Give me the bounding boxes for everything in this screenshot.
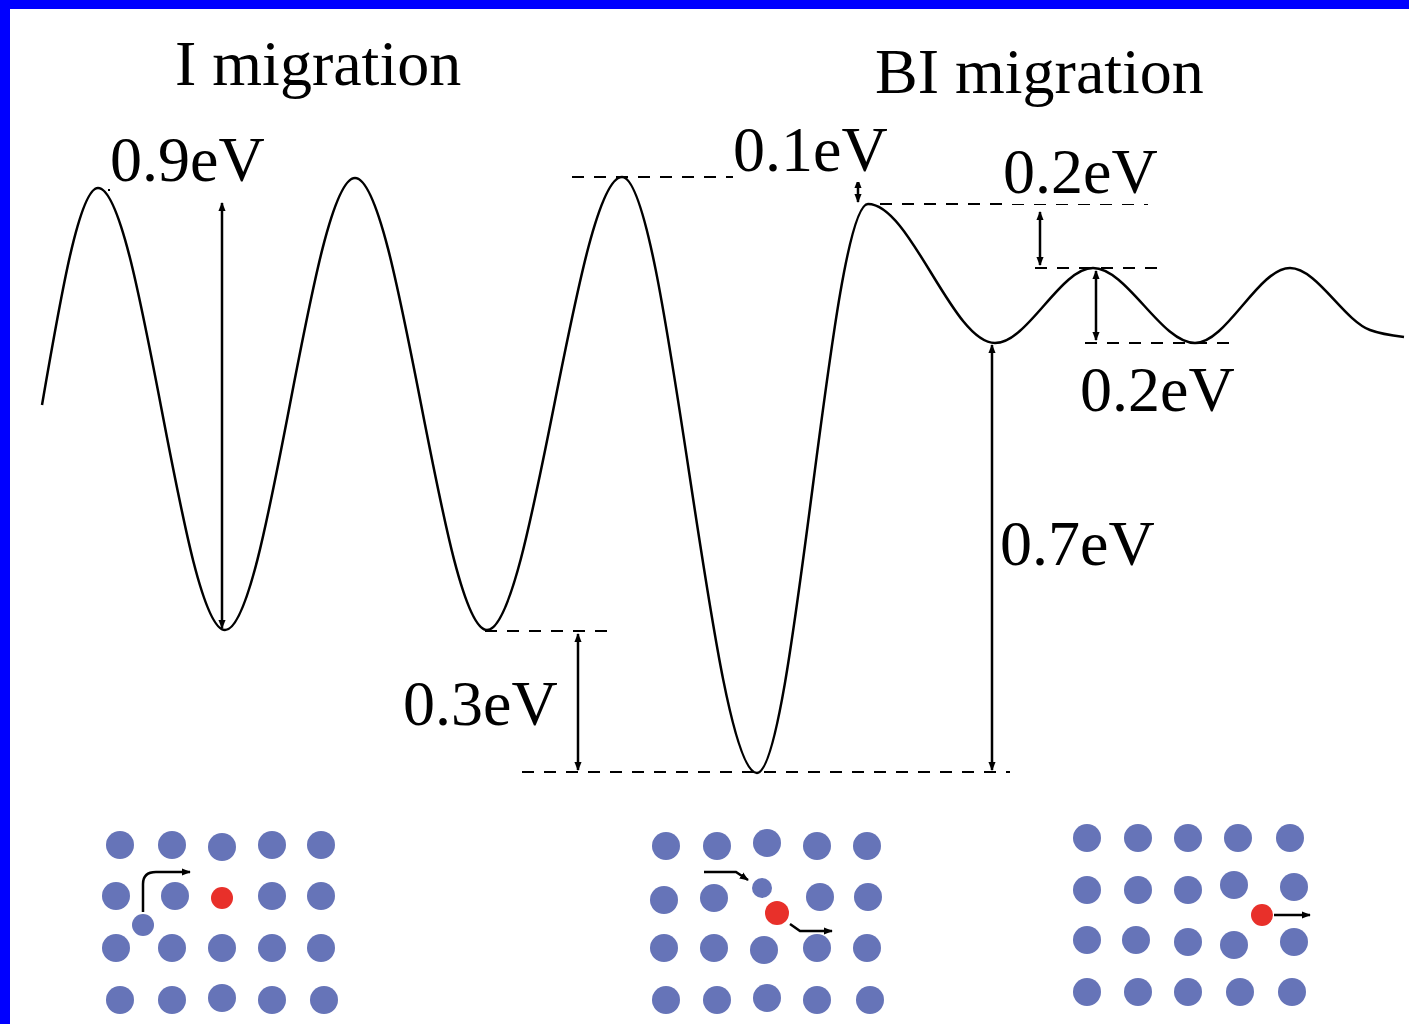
energy-label: 0.3eV: [403, 672, 558, 736]
section-title: BI migration: [875, 40, 1204, 104]
lattice-panel: [1073, 824, 1310, 1006]
frame-left: [0, 0, 10, 1024]
potential-curve: [42, 177, 1404, 773]
section-title: I migration: [175, 32, 461, 96]
energy-label: 0.2eV: [1080, 358, 1235, 422]
energy-label: 0.1eV: [733, 118, 888, 182]
lattice-panel: [102, 831, 338, 1014]
energy-arrows: [222, 180, 1096, 770]
energy-label: 0.2eV: [1003, 140, 1158, 204]
lattice-panel: [650, 829, 884, 1014]
energy-label: 0.7eV: [1000, 512, 1155, 576]
frame-top: [0, 0, 1409, 9]
energy-label: 0.9eV: [110, 128, 265, 192]
